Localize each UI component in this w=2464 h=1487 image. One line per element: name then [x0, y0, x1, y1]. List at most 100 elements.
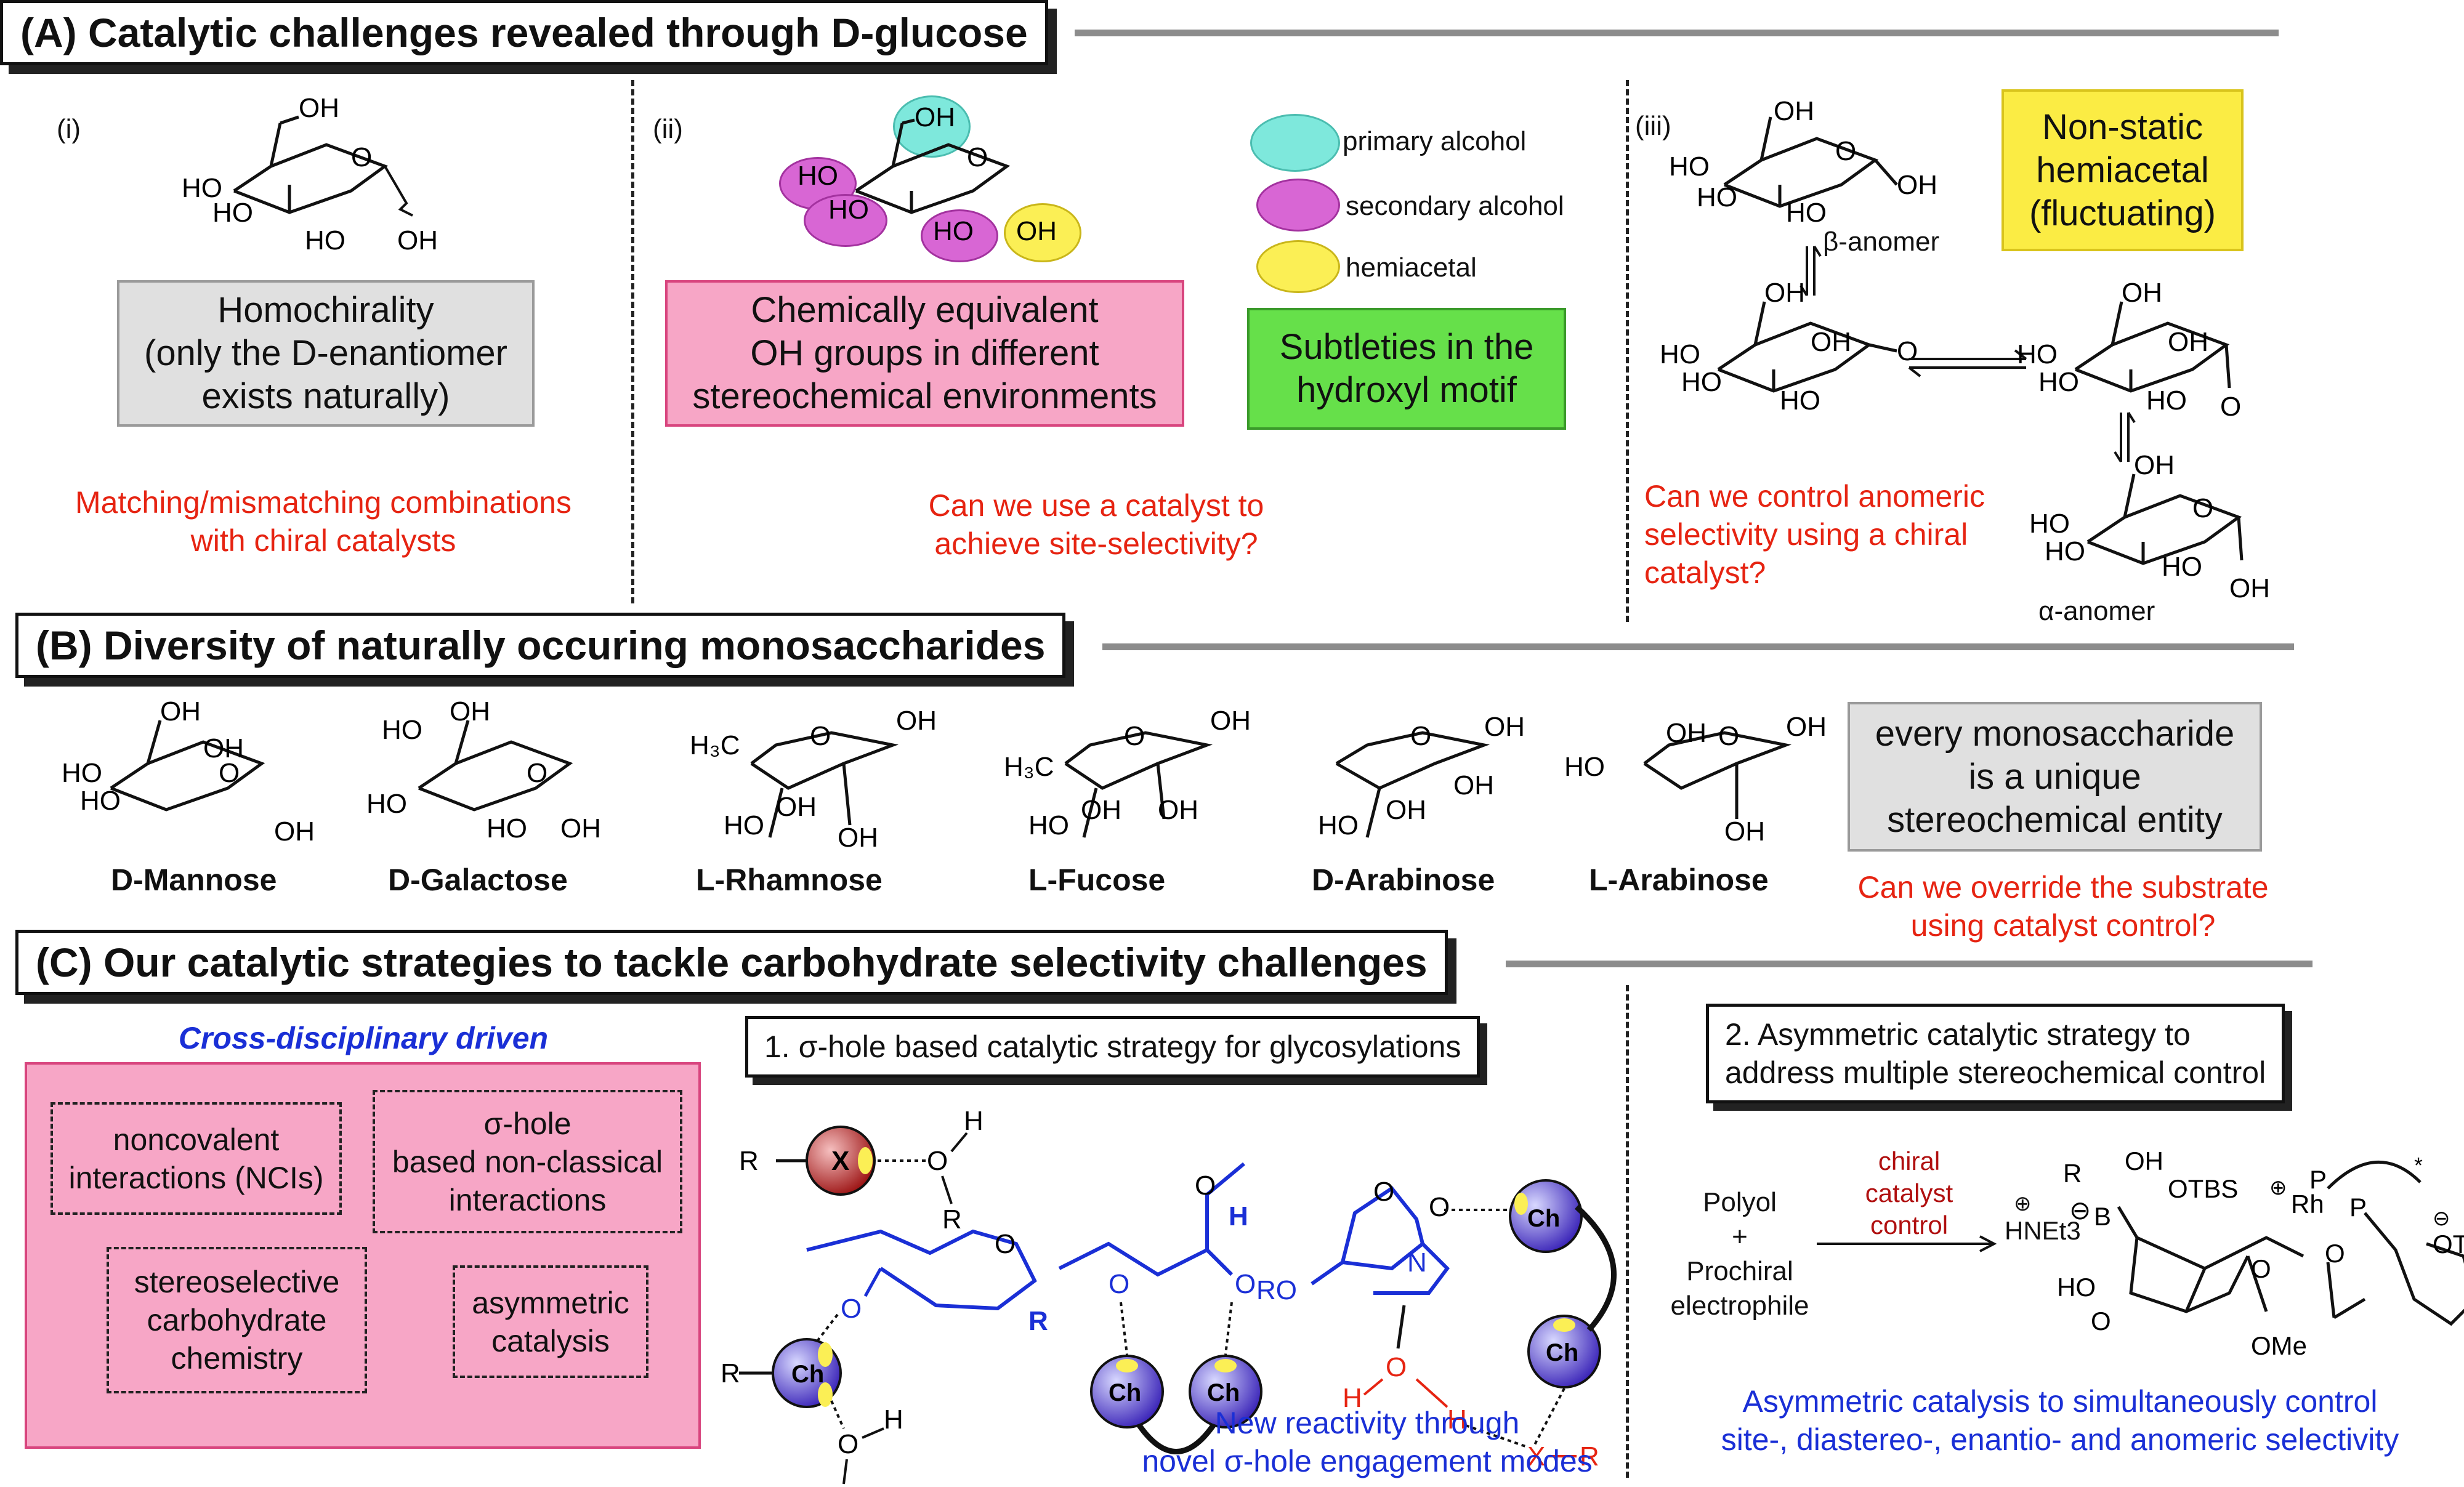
svg-text:Rh: Rh	[2291, 1190, 2324, 1219]
svg-text:⊖: ⊖	[2433, 1207, 2450, 1230]
svg-text:O: O	[810, 721, 831, 751]
svg-text:H: H	[1447, 1404, 1467, 1435]
svg-text:O: O	[219, 758, 240, 788]
svg-text:Ch: Ch	[1109, 1379, 1141, 1406]
svg-text:OH: OH	[1666, 718, 1707, 748]
monosaccharide-entity-box: every monosaccharide is a unique stereoc…	[1848, 702, 2262, 852]
svg-text:H: H	[964, 1106, 984, 1136]
svg-text:H: H	[1229, 1201, 1248, 1231]
svg-text:R: R	[942, 1204, 962, 1235]
svg-text:OH: OH	[1453, 770, 1494, 800]
non-static-hemiacetal-box: Non-static hemiacetal (fluctuating)	[2001, 89, 2244, 251]
svg-text:HO: HO	[1660, 339, 1700, 369]
svg-text:O: O	[995, 1229, 1016, 1259]
svg-text:HO: HO	[1697, 182, 1737, 212]
svg-text:OH: OH	[1158, 795, 1198, 825]
svg-text:HO: HO	[933, 216, 974, 246]
legend-hemiacetal-label: hemiacetal	[1346, 252, 1477, 283]
svg-text:O: O	[1718, 721, 1739, 751]
svg-text:OH: OH	[1774, 96, 1814, 126]
triethylammonium-label: HNEt3	[2005, 1216, 2081, 1245]
svg-text:X: X	[831, 1146, 849, 1176]
divider-c	[1626, 985, 1629, 1478]
legend-primary-swatch	[1250, 114, 1340, 172]
svg-text:O: O	[967, 142, 988, 172]
section-c-rule	[1506, 961, 2313, 967]
svg-text:R: R	[2063, 1159, 2082, 1188]
cross-disciplinary-title: Cross-disciplinary driven	[178, 1021, 549, 1055]
svg-text:OTBS: OTBS	[2168, 1174, 2238, 1203]
svg-text:OH: OH	[2168, 327, 2208, 357]
svg-text:OH: OH	[1081, 795, 1121, 825]
svg-text:O: O	[2192, 493, 2213, 523]
svg-text:O: O	[1429, 1192, 1450, 1222]
svg-text:R: R	[739, 1146, 759, 1176]
svg-text:OH: OH	[1484, 712, 1525, 742]
svg-text:⊖: ⊖	[2069, 1196, 2091, 1225]
svg-text:OH: OH	[2134, 450, 2175, 480]
svg-text:O: O	[2325, 1239, 2345, 1268]
svg-text:Ch: Ch	[1207, 1379, 1240, 1406]
glucose-structure-i: O OH HO HO HO OH	[182, 93, 438, 256]
divider-a1	[631, 80, 634, 603]
cross-item-1: noncovalent interactions (NCIs)	[50, 1102, 342, 1215]
svg-text:HO: HO	[2017, 339, 2058, 369]
svg-text:OH: OH	[1210, 706, 1251, 736]
svg-text:Ch: Ch	[1527, 1205, 1560, 1232]
svg-text:HO: HO	[62, 758, 102, 788]
svg-text:OH: OH	[274, 816, 315, 847]
svg-text:H: H	[884, 1404, 903, 1435]
legend-primary-label: primary alcohol	[1343, 126, 1527, 156]
open-glucose-structure-2: OH OH HO HO HO O	[2017, 278, 2241, 422]
svg-text:O: O	[838, 1429, 858, 1459]
panel-ii-note: Can we use a catalyst to achieve site-se…	[928, 488, 1264, 561]
svg-text:O: O	[2220, 392, 2241, 422]
svg-text:HO: HO	[212, 198, 253, 228]
hydroxyl-subtleties-box: Subtleties in the hydroxyl motif	[1247, 308, 1566, 430]
svg-text:HO: HO	[366, 789, 407, 819]
svg-text:R: R	[1580, 1441, 1599, 1472]
svg-text:O: O	[527, 758, 547, 788]
panel-i-note: Matching/mismatching combinations with c…	[75, 485, 572, 558]
sugar-name-2: D-Galactose	[388, 863, 568, 897]
svg-text:H: H	[1343, 1383, 1362, 1413]
svg-text:HO: HO	[1028, 810, 1069, 840]
svg-text:P: P	[2309, 1165, 2327, 1194]
svg-text:R: R	[831, 1485, 851, 1487]
sugar-name-3: L-Rhamnose	[696, 863, 883, 897]
svg-text:O: O	[927, 1146, 948, 1176]
svg-text:O: O	[841, 1294, 862, 1324]
svg-text:RO: RO	[1256, 1275, 1297, 1305]
svg-text:R: R	[1028, 1306, 1048, 1336]
equilibrium-arrow-3	[2114, 411, 2136, 463]
svg-text:OH: OH	[776, 792, 817, 822]
strategy-2-box: 2. Asymmetric catalytic strategy to addr…	[1706, 1004, 2285, 1103]
sugar-name-4: L-Fucose	[1028, 863, 1166, 897]
svg-text:HO: HO	[1780, 385, 1820, 416]
alpha-anomer-label: α-anomer	[2038, 596, 2155, 626]
svg-text:HO: HO	[1786, 198, 1827, 228]
svg-text:HO: HO	[487, 813, 527, 844]
svg-text:OTf: OTf	[2433, 1230, 2464, 1259]
svg-text:HO: HO	[1318, 810, 1359, 840]
svg-text:HO: HO	[2029, 509, 2070, 539]
svg-text:OH: OH	[2122, 278, 2162, 308]
svg-text:HO: HO	[182, 173, 222, 203]
svg-text:OH: OH	[397, 225, 438, 256]
svg-text:OH: OH	[160, 696, 201, 727]
svg-text:HO: HO	[798, 161, 838, 191]
svg-text:HO: HO	[2162, 552, 2202, 582]
svg-text:X: X	[1527, 1441, 1545, 1472]
section-b-title: (B) Diversity of naturally occuring mono…	[15, 613, 1066, 678]
svg-text:OH: OH	[1811, 327, 1851, 357]
section-b-note: Can we override the substrate using cata…	[1857, 870, 2269, 943]
hemiacetal-highlight	[1004, 203, 1081, 262]
homochirality-box: Homochirality (only the D-enantiomer exi…	[117, 280, 535, 427]
svg-text:O: O	[1897, 336, 1918, 366]
svg-text:H₃C: H₃C	[1004, 752, 1054, 782]
reaction-arrow	[1817, 1235, 1997, 1252]
